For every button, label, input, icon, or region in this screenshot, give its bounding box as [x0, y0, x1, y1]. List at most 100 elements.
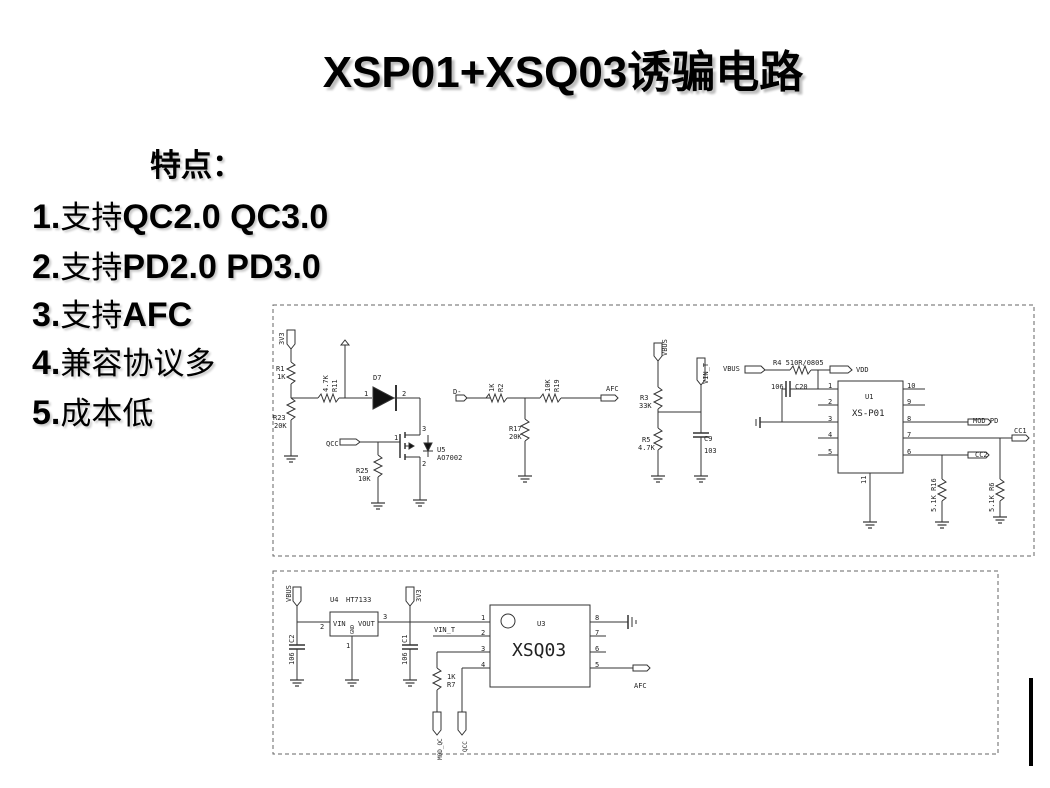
label-r23-val: 20K [274, 422, 287, 430]
edge-bar [1029, 678, 1033, 766]
feature-number: 4. [32, 344, 61, 382]
label-c1-ref: C1 [401, 635, 409, 643]
label-u5-pin2: 2 [422, 460, 426, 468]
feature-item-4: 4.兼容协议多 [32, 338, 215, 383]
feature-value: QC2.0 QC3.0 [122, 198, 329, 236]
label-afc: AFC [606, 385, 619, 393]
label-r11-val: 4.7K [322, 374, 330, 392]
label-r16: 5.1K R16 [930, 478, 938, 512]
net-flag-vbus-2 [744, 365, 766, 374]
resistor-r5 [652, 427, 664, 451]
resistor-r7 [431, 667, 443, 691]
net-flag-mod-pd [967, 418, 992, 426]
feature-number: 2. [32, 248, 61, 286]
label-u3-pin3: 3 [481, 645, 485, 653]
label-c9-ref: C9 [704, 435, 712, 443]
label-vbus: VBUS [661, 339, 669, 356]
feature-item-2: 2.支持PD2.0 PD3.0 [32, 242, 321, 287]
label-r25-ref: R25 [356, 467, 369, 475]
feature-item-5: 5.成本低 [32, 388, 153, 433]
label-cc2: CC2 [975, 451, 988, 459]
label-u3-pin4: 4 [481, 661, 485, 669]
net-flag-qcc-b [457, 711, 467, 736]
label-r6: 5.1K R6 [988, 482, 996, 512]
label-c20-ref: C20 [795, 383, 808, 391]
label-u1-pin5: 5 [828, 448, 832, 456]
resistor-r25 [372, 454, 384, 478]
label-u3-part: XSQ03 [512, 640, 566, 661]
top-schematic-frame [272, 304, 1035, 557]
label-r7-ref: R7 [447, 681, 455, 689]
label-c2-ref: C2 [288, 635, 296, 643]
label-r17-val: 20K [509, 433, 522, 441]
label-u3-pin8: 8 [595, 614, 599, 622]
chip-u4 [329, 611, 379, 637]
label-u1-pin1: 1 [828, 382, 832, 390]
label-u5-ref: U5 [437, 446, 445, 454]
feature-label: 支持 [60, 200, 123, 236]
net-flag-vdd [829, 365, 853, 374]
net-flag-qcc [339, 438, 361, 446]
label-u3-pin2: 2 [481, 629, 485, 637]
feature-value: AFC [122, 296, 193, 334]
label-r2-val: 1K [488, 383, 496, 392]
resistor-r17 [519, 418, 531, 442]
label-r3-val: 33K [639, 402, 652, 410]
label-c1-val: 106 [401, 652, 409, 665]
resistor-r16 [936, 478, 948, 502]
resistor-r1 [285, 361, 297, 385]
label-r7-val: 1K [447, 673, 456, 681]
label-d7-pin1: 1 [364, 390, 368, 398]
net-flag-vbus [653, 342, 663, 362]
diode-d7 [372, 386, 396, 410]
feature-value: PD2.0 PD3.0 [122, 248, 321, 286]
label-u4-vin: VIN [333, 620, 346, 628]
bottom-schematic: VBUS U4 HT7133 VIN VOUT GND 2 3 1 3V3 C2… [272, 570, 999, 760]
label-u1-pin7: 7 [907, 431, 911, 439]
net-flag-vin-t [696, 357, 706, 386]
resistor-r4 [789, 364, 812, 376]
label-r19-ref: R19 [553, 379, 561, 392]
label-u4-pin3: 3 [383, 613, 387, 621]
feature-label: 兼容协议多 [60, 346, 216, 382]
label-3v3-b: 3V3 [415, 589, 423, 602]
label-u1-pin10: 10 [907, 382, 915, 390]
label-r5-val: 4.7K [638, 444, 656, 452]
label-u3-pin1: 1 [481, 614, 485, 622]
label-u1-pin4: 4 [828, 431, 832, 439]
net-flag-cc1 [1011, 434, 1030, 442]
label-u1-pin9: 9 [907, 398, 911, 406]
net-flag-vbus-b [292, 586, 302, 607]
label-u5-pin3: 3 [422, 425, 426, 433]
label-cc1: CC1 [1014, 427, 1027, 435]
label-u4-vout: VOUT [358, 620, 376, 628]
label-mod-qc: MOD_QC [437, 738, 444, 760]
label-u1-part: XS-P01 [852, 409, 885, 419]
label-r1-val: 1K [277, 373, 286, 381]
feature-number: 3. [32, 296, 61, 334]
net-flag-afc [600, 394, 619, 402]
label-vin-t: VIN_T [702, 362, 710, 384]
feature-item-3: 3.支持AFC [32, 290, 192, 335]
label-u3-pin7: 7 [595, 629, 599, 637]
resistor-r23 [285, 397, 297, 421]
label-mod-pd: MOD_PD [973, 417, 998, 425]
net-flag-3v3-b [405, 586, 415, 607]
label-u3-pin5: 5 [595, 661, 599, 669]
label-c2-val: 106 [288, 652, 296, 665]
label-r2-ref: R2 [497, 384, 505, 392]
label-u1-pin3: 3 [828, 415, 832, 423]
feature-number: 5. [32, 394, 61, 432]
feature-label: 支持 [60, 250, 123, 286]
label-qcc: QCC [326, 440, 339, 448]
label-u4-part: HT7133 [346, 596, 371, 604]
top-schematic: 3V3 R1 1K R23 20K 4.7K R11 D7 1 2 D- QCC… [272, 304, 1035, 557]
label-vdd: VDD [856, 366, 869, 374]
label-dminus: D- [453, 388, 461, 396]
label-u1-pin11: 11 [860, 476, 868, 484]
label-u3-pin6: 6 [595, 645, 599, 653]
label-u5-part: AO7002 [437, 454, 462, 462]
features-heading: 特点： [150, 148, 243, 184]
label-u4-pin2: 2 [320, 623, 324, 631]
